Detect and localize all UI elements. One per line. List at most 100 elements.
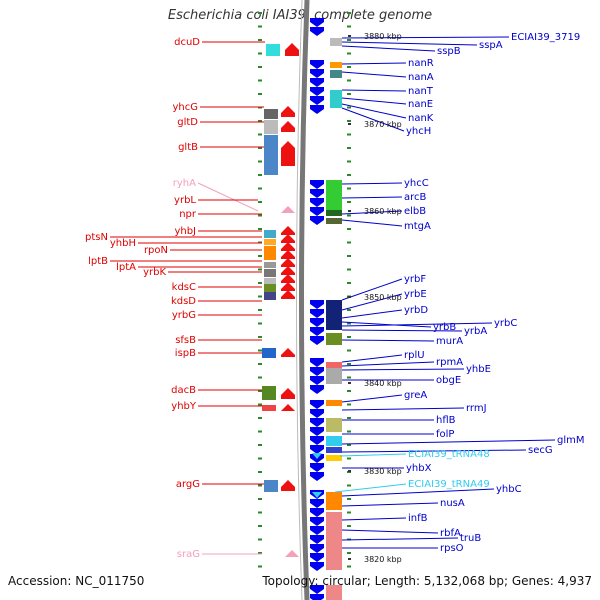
gene-block [326,210,342,216]
tick-mark [347,363,351,365]
gene-arrow [310,472,324,481]
gene-label: ryhA [173,178,196,189]
tick-mark [347,430,351,433]
gene-label: yhbX [406,463,432,474]
topology-label: Topology: circular; Length: 5,132,068 bp… [262,574,592,588]
gene-label: ptsN [85,232,108,243]
leader-line [341,309,403,319]
leader-line [341,517,407,521]
gene-arrow [310,535,324,544]
tick-mark [347,241,351,244]
gene-arrow [281,250,295,259]
gene-label: ispB [175,348,196,359]
tick-mark [258,66,262,68]
tick-mark [258,79,262,82]
leader-line [341,361,435,367]
gene-label: yhbJ [174,226,196,237]
leader-line [341,449,527,453]
gene-arrow [310,309,324,318]
gene-label: ECIAI39_3719 [511,32,580,43]
gene-label: rpmA [436,357,463,368]
backbone-edge [296,0,303,600]
leader-line [339,453,407,457]
tick-mark [258,511,262,514]
tick-mark [258,322,262,325]
tick-mark [258,201,262,203]
kbp-tick [348,382,351,384]
tick-mark [347,268,351,271]
tick-mark [258,363,262,365]
tick-mark [258,187,262,190]
gene-label: yrbL [174,195,196,206]
gene-arrow [310,327,324,336]
leader-line [341,439,556,445]
gene-arrow [310,180,324,189]
tick-mark [347,309,351,311]
tick-mark [347,133,351,136]
gene-arrow [281,290,295,299]
tick-mark [347,336,351,338]
gene-arrow [310,318,324,327]
gene-block [326,300,342,330]
gene-label: lptB [88,256,108,267]
gene-label: yhbY [171,401,197,412]
gene-block [326,436,342,446]
leader-line [341,103,407,119]
leader-line [341,394,403,403]
kbp-tick [348,210,351,212]
gene-label: yhcG [172,102,198,113]
gene-block [326,180,342,210]
gene-label: sspB [437,46,461,57]
gene-label: infB [408,513,428,524]
gene-block [264,120,278,134]
gene-arrow [310,436,324,445]
leader-line [341,41,478,46]
gene-label: kdsD [171,296,196,307]
gene-block [264,269,276,277]
rna-arrow [285,550,299,557]
tick-mark [258,268,262,271]
tick-mark [347,187,351,190]
gene-arrow [310,544,324,553]
gene-block [326,333,342,345]
gene-label: yhcH [406,126,431,137]
leader-line [341,219,403,227]
gene-arrow [310,189,324,198]
gene-label: ECIAI39_tRNA48 [408,449,490,460]
tick-mark [258,444,262,446]
tick-mark [258,471,262,473]
leader-line [334,483,407,493]
gene-arrow [310,27,324,36]
tick-mark [258,147,262,149]
tick-mark [347,376,351,379]
tick-mark [258,457,262,460]
kbp-tick [348,123,351,125]
gene-label: yhcC [404,178,429,189]
kbp-label: 3820 kbp [364,555,402,564]
tick-mark [258,255,262,257]
gene-arrow [310,336,324,345]
gene-block [326,362,342,368]
tick-mark [347,565,351,568]
tick-mark [347,66,351,68]
kbp-label: 3830 kbp [364,467,402,476]
gene-label: yrbG [172,310,196,321]
tick-mark [258,430,262,433]
tick-mark [347,484,351,487]
tick-mark [347,174,351,176]
gene-label: sraG [177,549,200,560]
tick-mark [258,565,262,568]
gene-arrow [310,198,324,207]
tick-mark [258,309,262,311]
gene-arrow [310,553,324,562]
gene-block [264,292,276,300]
tick-mark [258,133,262,136]
leader-line [341,71,407,78]
kbp-label: 3850 kbp [364,293,402,302]
gene-label: yrbK [143,267,166,278]
gene-arrow [281,258,295,267]
tick-mark [258,25,262,28]
gene-arrow [310,60,324,69]
leader-line [341,36,510,39]
leader-line [341,354,403,363]
